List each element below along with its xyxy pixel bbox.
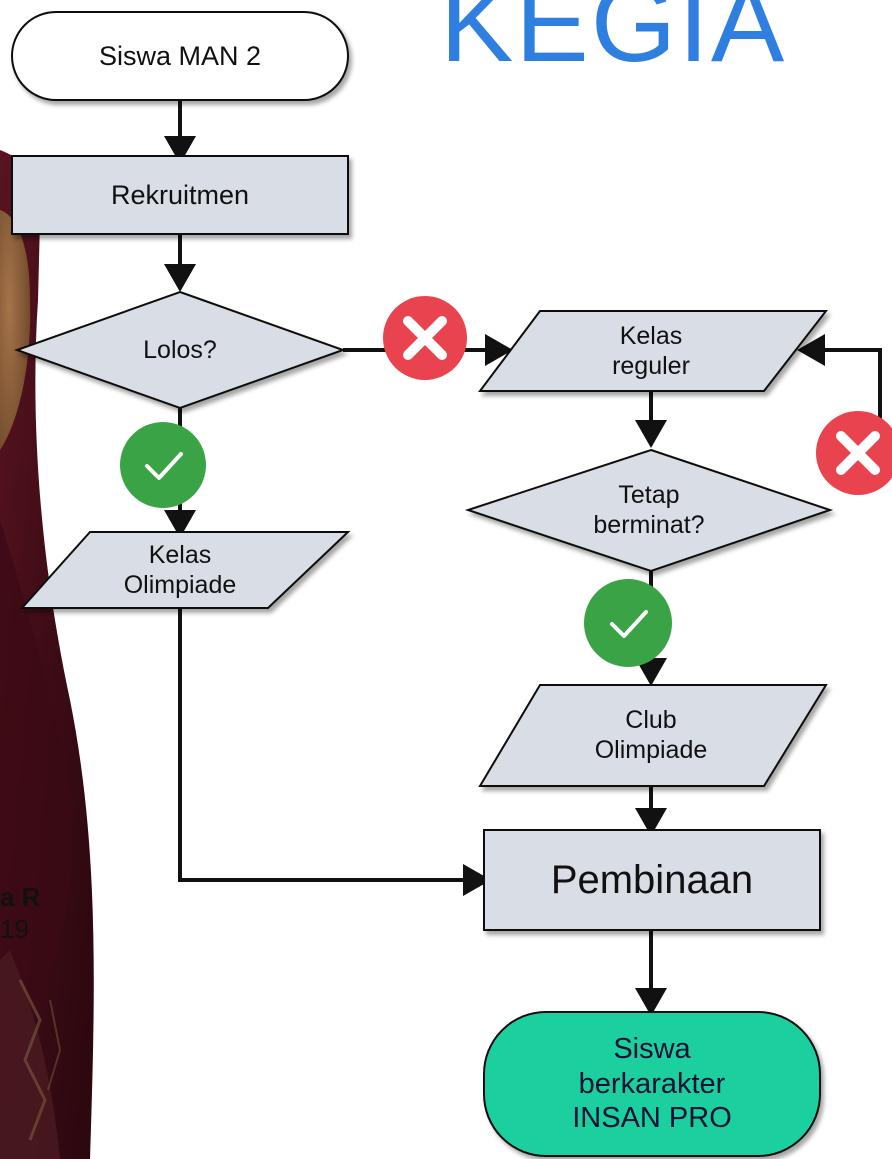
olympiad-club-label: Club Olimpiade: [594, 706, 708, 764]
end-terminal: [483, 1011, 821, 1157]
recruit-process: [11, 155, 349, 235]
end-label: Siswa berkarakter INSAN PRO: [572, 1032, 732, 1135]
caption-year: 19: [0, 914, 29, 944]
interest-decision: [464, 448, 834, 573]
olympiad-class-label: Kelas Olimpiade: [123, 541, 237, 599]
cross-icon: [836, 431, 880, 475]
pass-decision-label: Lolos?: [143, 336, 217, 364]
yes-badge-2: [584, 579, 672, 667]
arrow-olympiad-coaching: [178, 608, 491, 896]
no-badge-1: [383, 296, 467, 380]
page-title: KEGIA: [440, 0, 787, 85]
regular-class-label: Kelas reguler: [612, 322, 690, 380]
caption-name: a R: [0, 882, 41, 912]
start-label: Siswa MAN 2: [98, 40, 262, 71]
pass-decision: [14, 290, 346, 410]
start-terminal: [11, 11, 349, 101]
check-icon: [145, 452, 183, 480]
olympiad-club-io: [478, 684, 828, 787]
cross-icon: [403, 316, 447, 360]
olympiad-class-io: [19, 531, 351, 609]
regular-class-io: [478, 310, 829, 392]
coaching-label: Pembinaan: [550, 858, 754, 902]
coaching-process: [483, 829, 821, 931]
no-badge-2: [816, 411, 892, 495]
check-icon: [610, 610, 648, 638]
yes-badge-1: [120, 422, 206, 508]
recruit-label: Rekruitmen: [110, 179, 250, 210]
interest-decision-label: Tetap berminat?: [593, 481, 705, 539]
